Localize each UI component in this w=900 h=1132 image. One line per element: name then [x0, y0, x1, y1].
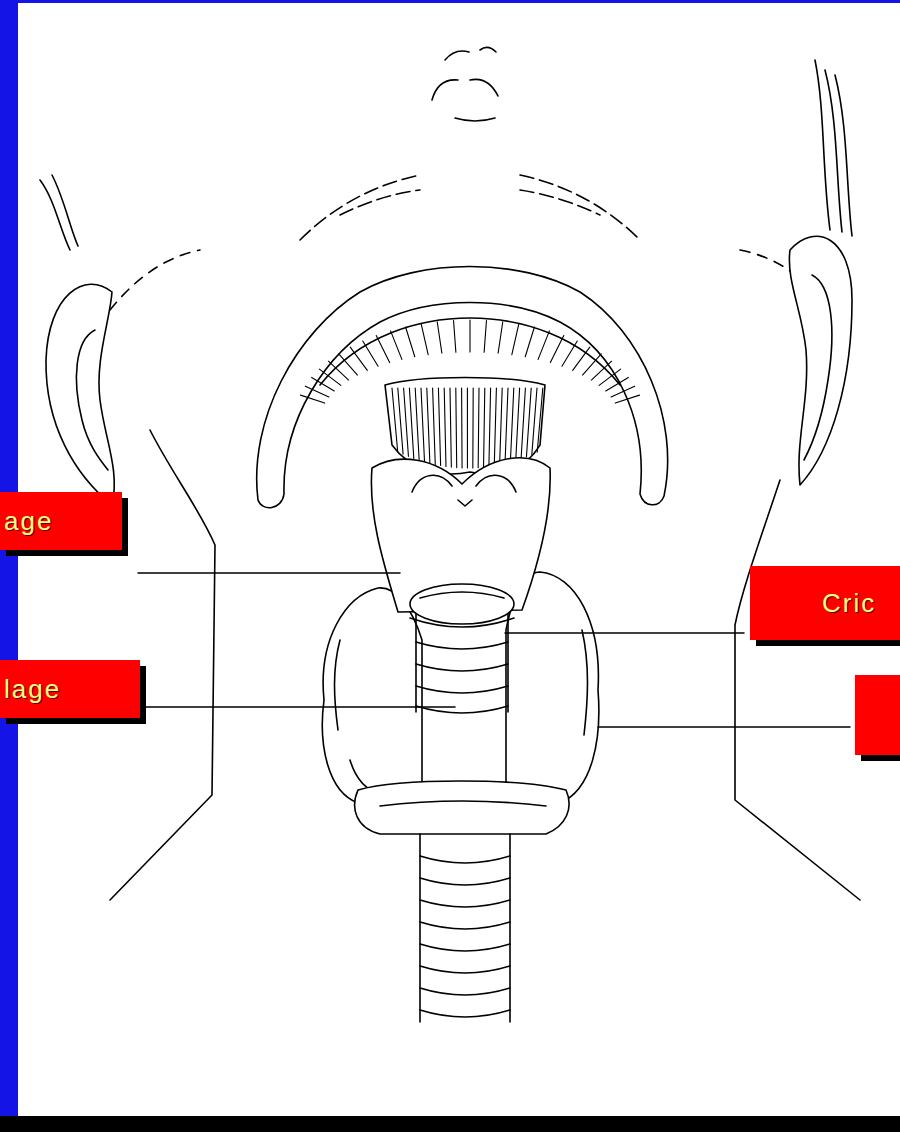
hatch-stroke — [599, 369, 621, 385]
hatch-stroke — [455, 388, 457, 468]
hatch-stroke — [516, 388, 520, 461]
hatch-stroke — [562, 341, 577, 366]
hatch-stroke — [467, 388, 468, 468]
hatch-stroke — [505, 388, 508, 464]
hatch-stroke — [494, 388, 496, 466]
hatch-stroke — [489, 388, 491, 467]
hatch-stroke — [328, 361, 348, 380]
hatch-stroke — [409, 388, 413, 458]
hatch-stroke — [438, 388, 440, 466]
hatch-stroke — [461, 388, 463, 468]
face-line — [432, 47, 498, 121]
label-box — [855, 675, 900, 755]
hatch-stroke — [469, 320, 470, 352]
thyroid-lobe — [322, 588, 422, 803]
hatch-stroke — [300, 395, 324, 403]
leader-line — [138, 572, 400, 574]
ear — [804, 275, 832, 460]
trachea-ring — [420, 856, 510, 1017]
ear — [76, 330, 108, 470]
label-text: age — [4, 506, 53, 537]
cricoid-cartilage — [410, 592, 514, 627]
hatch-stroke — [391, 331, 402, 360]
hatch-stroke — [583, 354, 602, 375]
ear — [46, 284, 114, 505]
hatch-stroke — [319, 369, 341, 385]
hatch-stroke — [606, 377, 629, 391]
cricoid-cartilage — [410, 584, 514, 624]
frame-bar — [0, 0, 900, 3]
label-box: lage — [0, 660, 140, 718]
hatch-stroke — [526, 388, 531, 457]
hatch-stroke — [525, 327, 534, 357]
chin-contour — [300, 175, 640, 240]
neck-outline — [735, 480, 860, 900]
hatch-stroke — [591, 361, 611, 380]
hatch-stroke — [538, 331, 549, 360]
thyroid-isthmus — [355, 781, 569, 834]
trachea — [416, 610, 508, 712]
thyroid-lobe — [582, 630, 588, 735]
hatch-stroke — [376, 336, 389, 363]
hatch-stroke — [363, 341, 378, 366]
muscle-hatching — [300, 320, 639, 468]
hatch-stroke — [550, 336, 563, 363]
thyroid-isthmus — [380, 801, 546, 806]
ear — [789, 236, 852, 485]
hatch-stroke — [415, 388, 419, 460]
frame-bar — [0, 0, 18, 1132]
hatch-stroke — [450, 388, 451, 467]
hatch-stroke — [611, 386, 635, 397]
hair — [815, 60, 852, 236]
thyroid-lobe — [335, 640, 381, 794]
hatch-stroke — [512, 324, 519, 355]
mandible — [257, 267, 668, 508]
trachea-ring — [416, 642, 508, 713]
hatch-stroke — [532, 388, 537, 455]
hair — [40, 175, 78, 250]
hatch-stroke — [500, 388, 503, 465]
hatch-stroke — [472, 388, 473, 468]
hatch-stroke — [406, 327, 415, 357]
hatch-stroke — [350, 347, 367, 370]
leader-line — [505, 632, 744, 634]
hatch-stroke — [421, 324, 428, 355]
label-box: age — [0, 492, 122, 550]
hatch-stroke — [312, 377, 335, 391]
hatch-stroke — [398, 388, 403, 454]
muscle-outline — [320, 318, 620, 385]
leader-line — [598, 726, 850, 728]
hatch-stroke — [305, 386, 329, 397]
trachea — [420, 834, 510, 1022]
cartilage-notch — [412, 475, 516, 506]
hatch-stroke — [427, 388, 430, 463]
frame-bar — [0, 1116, 900, 1132]
label-text: Cric — [822, 588, 876, 619]
hatch-stroke — [484, 388, 485, 467]
hatch-stroke — [498, 322, 503, 353]
hatch-stroke — [437, 322, 442, 353]
label-box: Cric — [750, 566, 900, 640]
hatch-stroke — [433, 388, 436, 464]
hatch-stroke — [537, 388, 543, 452]
leader-line — [146, 706, 455, 708]
label-text: lage — [4, 674, 61, 705]
hatch-stroke — [454, 320, 456, 352]
hatch-stroke — [615, 395, 639, 403]
hatch-stroke — [444, 388, 446, 466]
hatch-stroke — [404, 388, 409, 456]
hatch-stroke — [484, 320, 486, 352]
hatch-stroke — [478, 388, 480, 468]
hatch-stroke — [339, 354, 358, 375]
hatch-stroke — [573, 347, 590, 370]
hatch-stroke — [521, 388, 525, 459]
hatch-stroke — [392, 388, 398, 452]
hatch-stroke — [421, 388, 425, 462]
hatch-stroke — [510, 388, 513, 462]
